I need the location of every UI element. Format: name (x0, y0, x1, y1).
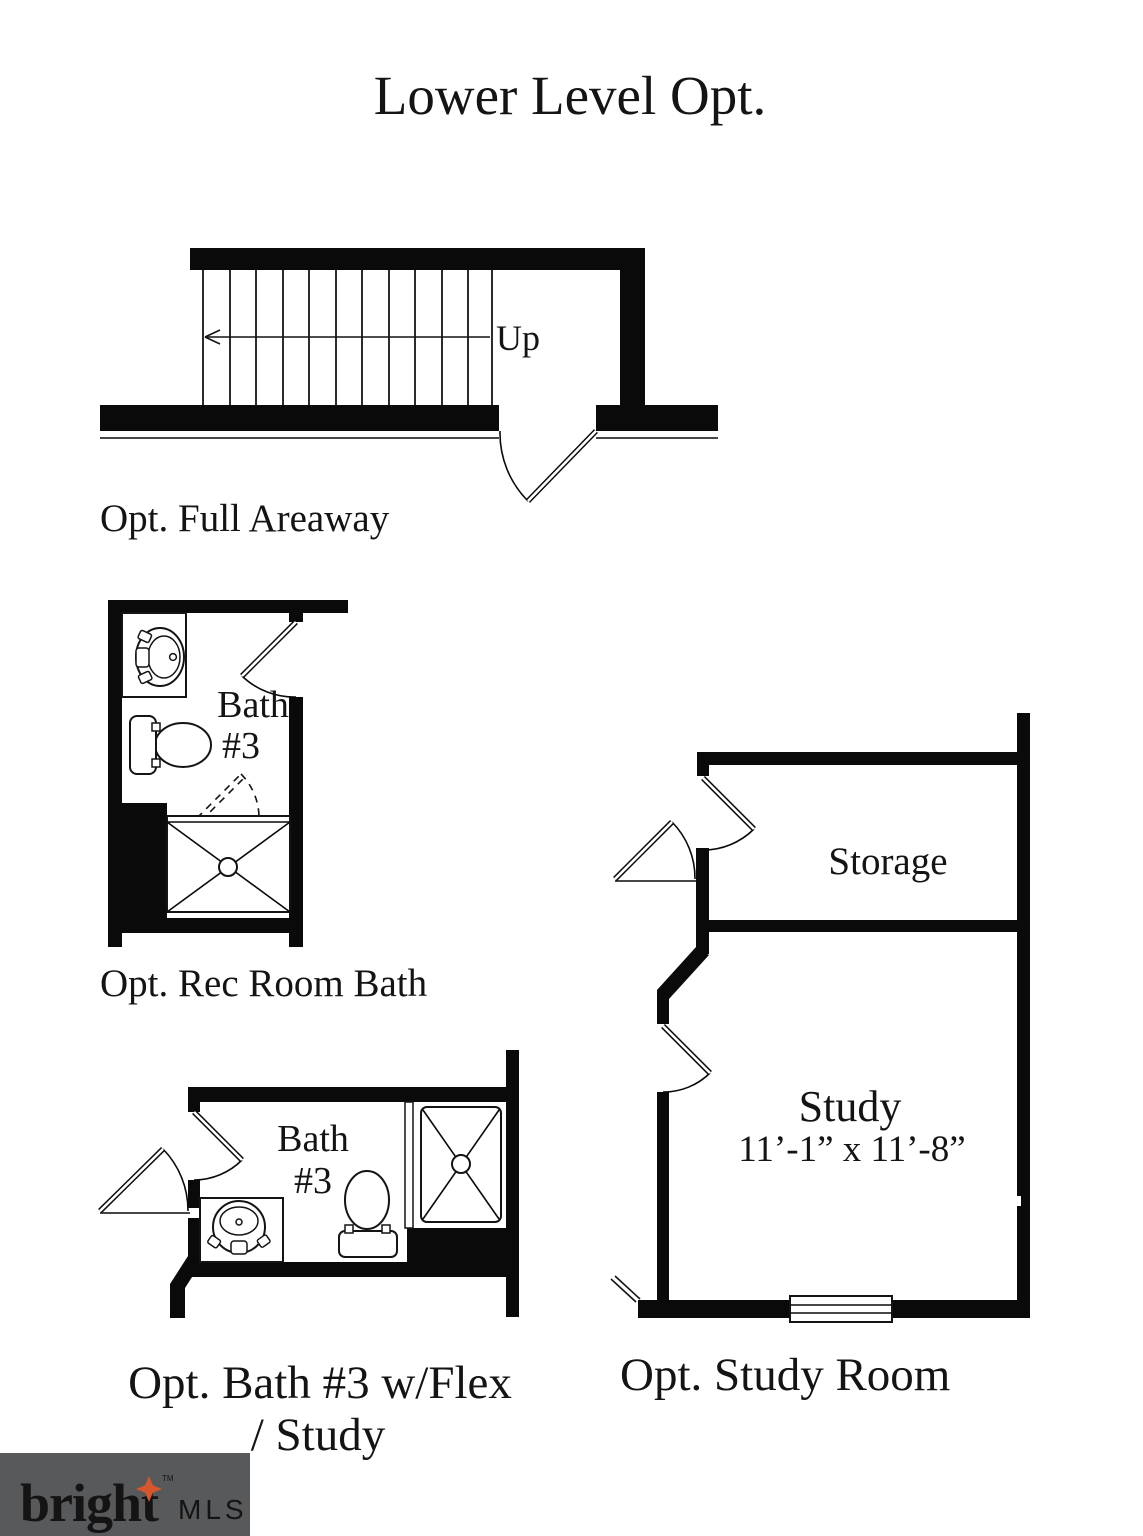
wall (657, 947, 709, 999)
flex-bath-caption-line1: Opt. Bath #3 w/Flex (128, 1357, 512, 1409)
room-label: #3 (294, 1160, 332, 1202)
study-label: Study (799, 1082, 902, 1131)
wall (100, 405, 499, 431)
wall (108, 918, 303, 933)
areaway-caption: Opt. Full Areaway (100, 497, 390, 540)
toilet-icon (129, 715, 212, 775)
wall (697, 752, 1030, 765)
window-icon (789, 1295, 893, 1323)
wall (407, 1228, 506, 1262)
room-label: Bath (217, 684, 289, 726)
rec-room-bath-plan: Bath #3 Opt. Rec Room Bath (100, 600, 427, 1005)
wall (657, 990, 669, 1024)
sink-icon (199, 1197, 284, 1263)
door-swing (661, 1024, 712, 1093)
corner-tick (610, 1275, 641, 1303)
wall (657, 1092, 669, 1305)
wall (190, 248, 645, 270)
wall (188, 1087, 519, 1102)
wall (192, 1262, 519, 1277)
dashed-door-swing (196, 773, 260, 822)
door-swing (701, 776, 756, 851)
logo-suffix-text: MLS (178, 1494, 248, 1525)
wall (506, 1050, 519, 1317)
wall (1017, 713, 1030, 1318)
wall (188, 1087, 200, 1112)
study-room-caption: Opt. Study Room (620, 1349, 950, 1401)
wall (697, 765, 709, 776)
wall (696, 932, 709, 954)
study-room-plan: Storage Study 11’-1” x 11’-8” Opt. Study… (610, 713, 1030, 1401)
door-swing (192, 1110, 244, 1181)
door-swing (240, 620, 298, 698)
wall (620, 248, 645, 405)
spark-icon (136, 1476, 162, 1502)
wall (404, 1101, 414, 1229)
wall (289, 697, 303, 947)
shower-icon (420, 1106, 502, 1223)
flex-bath-plan: Bath #3 Opt. Bath #3 w/Flex / Study (98, 1050, 519, 1461)
up-label: Up (496, 318, 540, 358)
sink-icon (121, 612, 187, 698)
door-swing (499, 429, 598, 503)
shower-icon (166, 815, 291, 913)
wall (108, 600, 348, 613)
page-title: Lower Level Opt. (374, 65, 767, 126)
door-swing (98, 1147, 190, 1214)
wall (703, 920, 1017, 932)
rec-bath-caption: Opt. Rec Room Bath (100, 962, 427, 1005)
room-label: Bath (277, 1118, 349, 1160)
study-dimensions: 11’-1” x 11’-8” (738, 1129, 965, 1170)
logo-brand-text: bright (20, 1473, 159, 1533)
logo-background (0, 1453, 250, 1536)
wall-notch (1015, 1196, 1021, 1206)
room-label: #3 (222, 725, 260, 767)
wall (289, 613, 303, 622)
storage-label: Storage (828, 840, 947, 883)
flex-bath-caption-line2: / Study (251, 1409, 386, 1461)
areaway-plan: Up Opt. Full Areaway (100, 248, 718, 540)
up-arrow (204, 329, 490, 345)
wall (188, 1218, 200, 1266)
wall (108, 803, 167, 933)
wall (188, 1180, 200, 1208)
wall (596, 405, 718, 431)
door-swing (613, 820, 697, 882)
wall (696, 848, 709, 932)
toilet-icon (338, 1170, 398, 1258)
brightmls-logo: bright TM MLS (0, 1453, 250, 1536)
logo-trademark: TM (162, 1474, 174, 1483)
